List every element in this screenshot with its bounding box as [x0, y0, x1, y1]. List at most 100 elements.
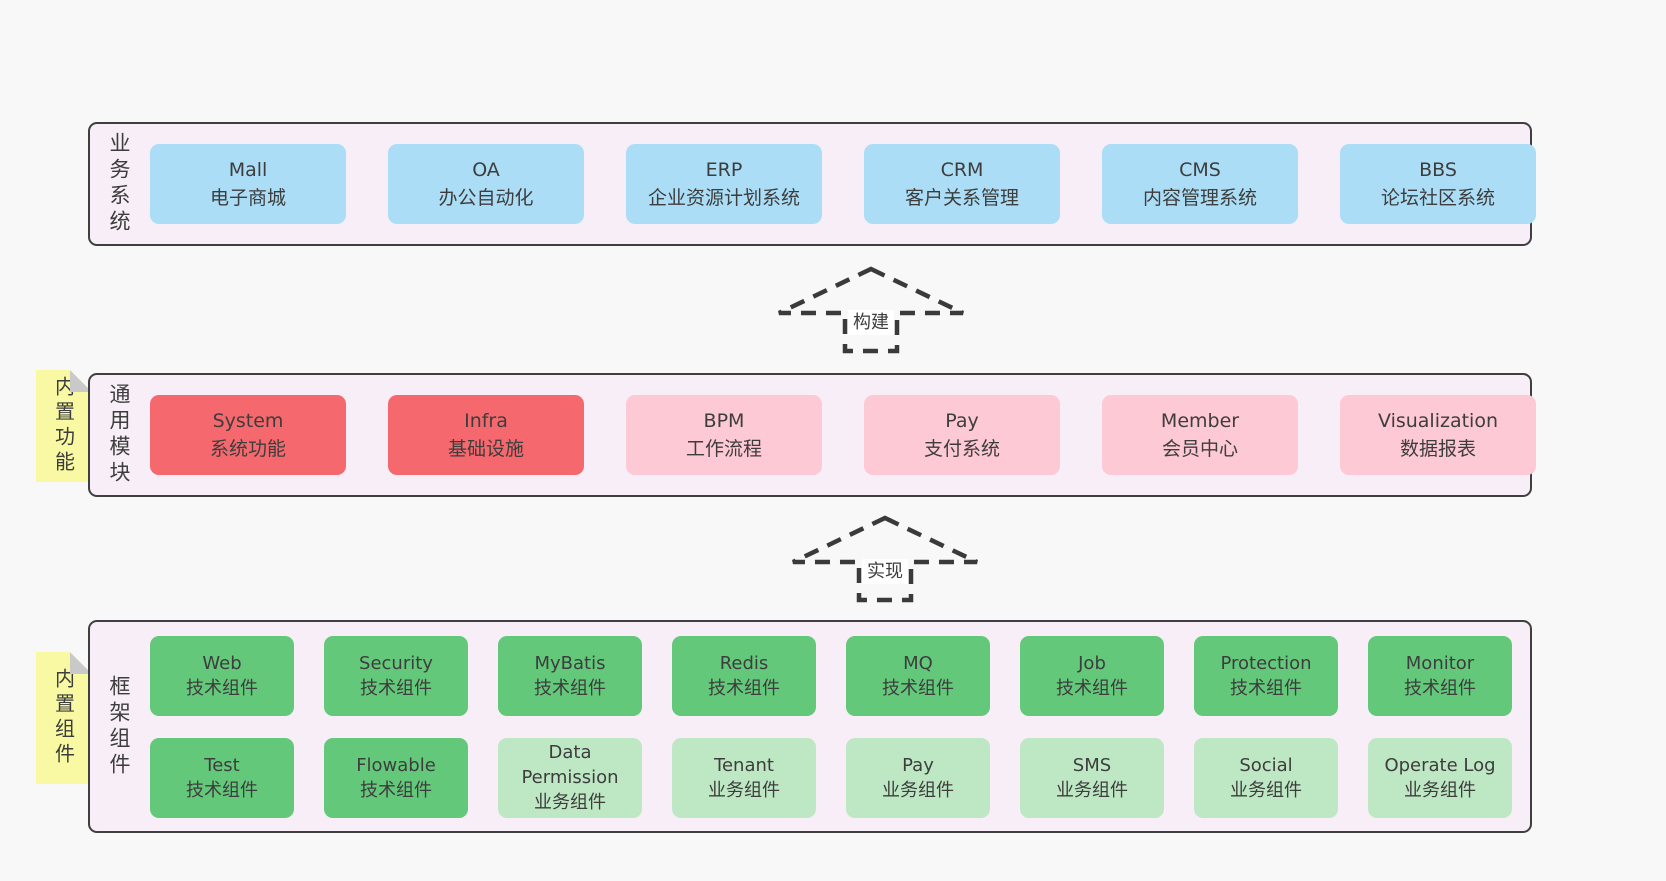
- box-social: Social 业务组件: [1194, 737, 1338, 818]
- sticky-label: 内置组件: [51, 668, 76, 768]
- box-subtitle: 技术组件: [1230, 677, 1302, 699]
- box-title: Mall: [228, 159, 268, 181]
- box-title: Monitor: [1405, 652, 1475, 674]
- framework-row-1: Web 技术组件 Security 技术组件 MyBatis 技术组件 Redi…: [150, 635, 1512, 716]
- box-crm: CRM 客户关系管理: [864, 144, 1060, 224]
- box-sms: SMS 业务组件: [1020, 737, 1164, 818]
- box-subtitle: 技术组件: [1056, 677, 1128, 699]
- box-mybatis: MyBatis 技术组件: [498, 635, 642, 716]
- box-visualization: Visualization 数据报表: [1340, 395, 1536, 475]
- box-subtitle: 基础设施: [447, 438, 524, 460]
- box-tenant: Tenant 业务组件: [672, 737, 816, 818]
- box-pay: Pay 支付系统: [864, 395, 1060, 475]
- sticky-label: 内置功能: [51, 376, 76, 476]
- box-web: Web 技术组件: [150, 635, 294, 716]
- box-mall: Mall 电子商城: [150, 144, 346, 224]
- box-subtitle: 业务组件: [708, 779, 780, 801]
- box-erp: ERP 企业资源计划系统: [626, 144, 822, 224]
- box-subtitle: 企业资源计划系统: [647, 187, 800, 209]
- box-subtitle: 业务组件: [882, 779, 954, 801]
- box-data-permission: Data Permission 业务组件: [498, 737, 642, 818]
- box-job: Job 技术组件: [1020, 635, 1164, 716]
- box-system: System 系统功能: [150, 395, 346, 475]
- box-pay-business: Pay 业务组件: [846, 737, 990, 818]
- box-title: Redis: [719, 652, 769, 674]
- box-subtitle: 支付系统: [923, 438, 1000, 460]
- box-subtitle: 电子商城: [209, 187, 286, 209]
- dashed-up-arrow-icon: [792, 515, 978, 603]
- box-title: Flowable: [356, 754, 436, 776]
- box-title: Social: [1239, 754, 1293, 776]
- box-title: ERP: [705, 159, 743, 181]
- box-title: Security: [359, 652, 433, 674]
- box-subtitle: 客户关系管理: [904, 187, 1019, 209]
- box-title: Infra: [464, 410, 508, 432]
- box-infra: Infra 基础设施: [388, 395, 584, 475]
- framework-row-2: Test 技术组件 Flowable 技术组件 Data Permission …: [150, 737, 1512, 818]
- box-subtitle: 技术组件: [360, 677, 432, 699]
- panel-label-common-modules: 通用模块: [107, 383, 131, 487]
- box-title: Tenant: [714, 754, 774, 776]
- arrow-build: 构建: [776, 266, 966, 354]
- box-title: Protection: [1220, 652, 1312, 674]
- box-subtitle: 技术组件: [534, 677, 606, 699]
- box-title: System: [212, 410, 284, 432]
- box-subtitle: 技术组件: [360, 779, 432, 801]
- box-subtitle: 办公自动化: [438, 187, 534, 209]
- box-subtitle: 工作流程: [685, 438, 762, 460]
- business-box-row: Mall 电子商城 OA 办公自动化 ERP 企业资源计划系统 CRM 客户关系…: [150, 144, 1536, 224]
- panel-business-systems: 业务系统 Mall 电子商城 OA 办公自动化 ERP 企业资源计划系统 CRM…: [88, 122, 1536, 246]
- box-title: Visualization: [1377, 410, 1498, 432]
- box-test: Test 技术组件: [150, 737, 294, 818]
- box-title: OA: [472, 159, 500, 181]
- box-cms: CMS 内容管理系统: [1102, 144, 1298, 224]
- arrow-implement: 实现: [790, 515, 980, 603]
- arrow-implement-label: 实现: [862, 559, 908, 584]
- box-bbs: BBS 论坛社区系统: [1340, 144, 1536, 224]
- box-title: Web: [202, 652, 242, 674]
- box-title: SMS: [1072, 754, 1112, 776]
- box-redis: Redis 技术组件: [672, 635, 816, 716]
- box-bpm: BPM 工作流程: [626, 395, 822, 475]
- box-title: Data Permission: [521, 742, 619, 788]
- box-protection: Protection 技术组件: [1194, 635, 1338, 716]
- sticky-built-in-components: 内置组件: [36, 652, 92, 784]
- box-title: Job: [1078, 652, 1106, 674]
- box-title: CRM: [940, 159, 984, 181]
- framework-rows: Web 技术组件 Security 技术组件 MyBatis 技术组件 Redi…: [150, 635, 1512, 818]
- box-title: Member: [1160, 410, 1240, 432]
- box-subtitle: 数据报表: [1399, 438, 1476, 460]
- box-operate-log: Operate Log 业务组件: [1368, 737, 1512, 818]
- box-subtitle: 业务组件: [1404, 779, 1476, 801]
- box-mq: MQ 技术组件: [846, 635, 990, 716]
- box-subtitle: 技术组件: [1404, 677, 1476, 699]
- modules-box-row: System 系统功能 Infra 基础设施 BPM 工作流程 Pay 支付系统…: [150, 395, 1536, 475]
- box-flowable: Flowable 技术组件: [324, 737, 468, 818]
- box-subtitle: 技术组件: [186, 677, 258, 699]
- box-title: Test: [204, 754, 240, 776]
- box-title: BBS: [1419, 159, 1457, 181]
- box-security: Security 技术组件: [324, 635, 468, 716]
- box-title: Operate Log: [1384, 754, 1496, 776]
- box-monitor: Monitor 技术组件: [1368, 635, 1512, 716]
- box-oa: OA 办公自动化: [388, 144, 584, 224]
- box-subtitle: 会员中心: [1161, 438, 1238, 460]
- box-title: CMS: [1179, 159, 1221, 181]
- box-subtitle: 内容管理系统: [1142, 187, 1257, 209]
- sticky-built-in-features: 内置功能: [36, 370, 92, 482]
- box-title: Pay: [902, 754, 934, 776]
- box-subtitle: 技术组件: [882, 677, 954, 699]
- box-subtitle: 业务组件: [1230, 779, 1302, 801]
- box-title: MyBatis: [534, 652, 606, 674]
- box-title: Pay: [945, 410, 979, 432]
- box-subtitle: 系统功能: [209, 438, 286, 460]
- dashed-up-arrow-icon: [778, 266, 964, 354]
- box-subtitle: 业务组件: [1056, 779, 1128, 801]
- box-title: BPM: [703, 410, 745, 432]
- box-subtitle: 业务组件: [534, 792, 606, 813]
- box-subtitle: 技术组件: [186, 779, 258, 801]
- panel-common-modules: 通用模块 System 系统功能 Infra 基础设施 BPM 工作流程 Pay…: [88, 373, 1536, 497]
- panel-label-business-systems: 业务系统: [107, 132, 131, 236]
- box-title: MQ: [903, 652, 933, 674]
